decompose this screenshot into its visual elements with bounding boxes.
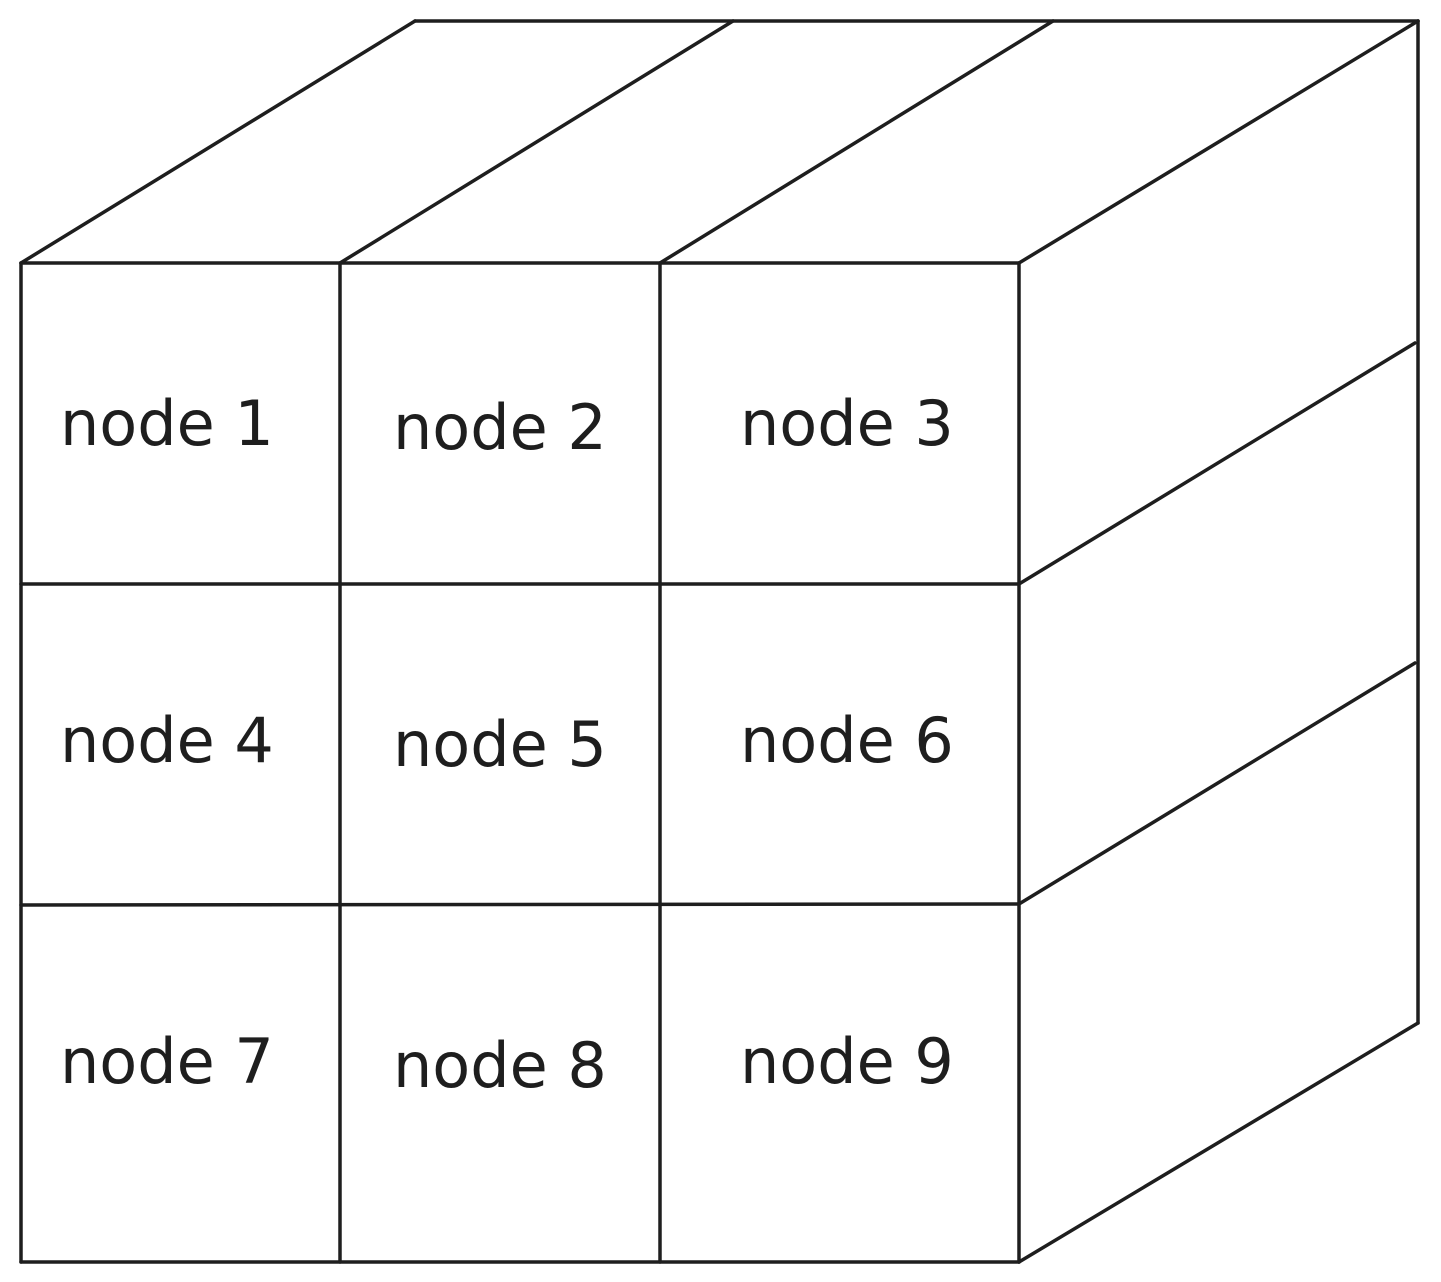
node-label: node 2 xyxy=(393,391,607,464)
node-label: node 4 xyxy=(60,704,274,777)
top-face-diagonal-2 xyxy=(338,19,735,265)
right-face-diagonal-1 xyxy=(1017,341,1417,586)
node-label: node 1 xyxy=(60,387,274,460)
node-label: node 3 xyxy=(740,387,954,460)
node-labels: node 1 node 2 node 3 node 4 node 5 node … xyxy=(60,387,954,1102)
node-label: node 9 xyxy=(740,1025,954,1098)
node-label: node 5 xyxy=(393,708,607,781)
cube-outline xyxy=(19,19,1420,1264)
top-face-diagonal-3 xyxy=(658,19,1055,265)
right-face-diagonal-2 xyxy=(1017,661,1417,906)
node-label: node 7 xyxy=(60,1025,274,1098)
top-face-diagonal-1 xyxy=(19,19,417,265)
top-face-diagonal-4 xyxy=(1017,19,1420,265)
node-label: node 6 xyxy=(740,704,954,777)
node-label: node 8 xyxy=(393,1029,607,1102)
front-face-row-divider-2 xyxy=(19,902,1021,907)
right-face-diagonal-3 xyxy=(1017,1021,1420,1264)
